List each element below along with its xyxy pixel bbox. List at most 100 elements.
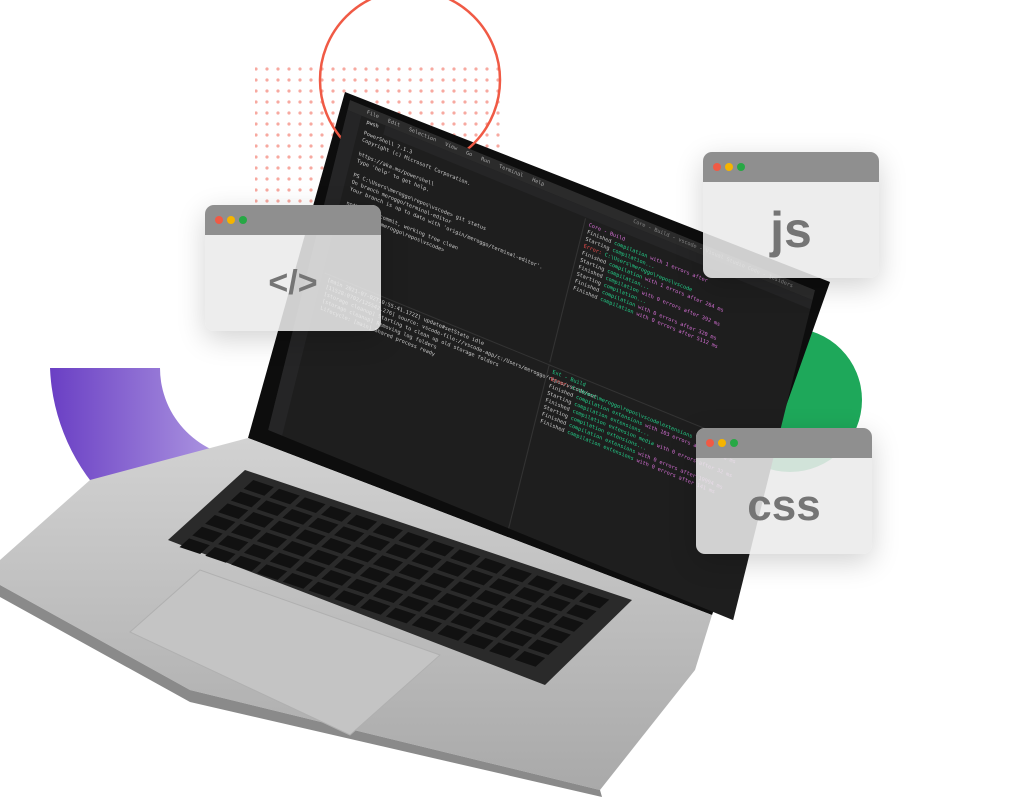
keyboard-key: [385, 575, 417, 592]
keyboard-key: [334, 590, 365, 607]
keyboard-key: [514, 619, 546, 635]
js-window-card: js: [703, 152, 879, 278]
keyboard-key: [295, 561, 326, 578]
keyboard-key: [424, 604, 455, 621]
keyboard-key: [476, 622, 507, 638]
keyboard-key: [553, 616, 584, 632]
keyboard-key: [372, 555, 404, 572]
keyboard-key: [334, 526, 365, 543]
keyboard-key: [243, 512, 275, 528]
keyboard-key: [411, 552, 442, 569]
keyboard-key: [450, 581, 481, 598]
keyboard-key: [527, 575, 558, 592]
keyboard-key: [385, 543, 416, 560]
keyboard-key: [192, 526, 223, 543]
keyboard-key: [488, 610, 520, 627]
close-dot-icon: [713, 163, 721, 171]
keyboard-key: [424, 540, 455, 557]
maximize-dot-icon: [730, 439, 738, 447]
code-window-card: </>: [205, 205, 381, 331]
keyboard-key: [269, 552, 301, 569]
keyboard-key: [334, 558, 365, 575]
keyboard-key: [308, 581, 339, 598]
keyboard-key: [243, 480, 274, 496]
window-titlebar: [703, 152, 879, 182]
keyboard-key: [553, 584, 584, 600]
keyboard-keys: [179, 480, 610, 667]
keyboard-key: [308, 549, 339, 566]
keyboard-key: [347, 546, 378, 563]
keyboard-key: [489, 642, 520, 659]
keyboard-key: [269, 520, 300, 537]
keyboard-key: [231, 555, 262, 572]
maximize-dot-icon: [239, 216, 247, 224]
close-dot-icon: [215, 216, 223, 224]
keyboard-key: [463, 633, 494, 650]
menu-go[interactable]: Go: [465, 149, 473, 159]
keyboard-key: [218, 503, 249, 520]
keyboard-key: [411, 584, 442, 601]
keyboard-key: [347, 578, 378, 595]
minimize-dot-icon: [725, 163, 733, 171]
keyboard-key: [463, 569, 494, 586]
keyboard-key: [579, 592, 610, 609]
keyboard-key: [359, 535, 391, 551]
keyboard-key: [501, 630, 533, 647]
close-dot-icon: [706, 439, 714, 447]
keyboard-key: [243, 544, 275, 560]
minimize-dot-icon: [718, 439, 726, 447]
keyboard-key: [295, 497, 326, 514]
keyboard-key: [321, 506, 352, 522]
keyboard-key: [295, 529, 326, 546]
keyboard-key: [179, 538, 210, 555]
keyboard-key: [230, 523, 262, 540]
window-titlebar: [205, 205, 381, 235]
keyboard-key: [540, 627, 571, 644]
keyboard-key: [488, 578, 520, 595]
trackpad: [129, 569, 441, 736]
keyboard-key: [282, 573, 313, 589]
keyboard-key: [450, 613, 481, 630]
keyboard-key: [566, 604, 597, 621]
keyboard-key: [398, 532, 429, 548]
keyboard-key: [205, 515, 236, 531]
keyboard-key: [346, 514, 378, 531]
keyboard-key: [540, 595, 571, 612]
keyboard-key: [514, 651, 546, 667]
keyboard-key: [463, 601, 494, 618]
keyboard-key: [527, 607, 558, 624]
keyboard-key: [205, 547, 236, 563]
keyboard-key: [501, 598, 533, 615]
keyboard-key: [424, 572, 455, 589]
keyboard-key: [218, 535, 249, 552]
keyboard-key: [256, 532, 288, 549]
js-label: js: [770, 202, 812, 258]
window-titlebar: [696, 428, 872, 458]
keyboard-key: [476, 590, 507, 606]
keyboard-key: [398, 596, 430, 612]
keyboard-key: [437, 561, 468, 577]
keyboard-key: [501, 566, 532, 583]
keyboard-key: [372, 587, 404, 604]
keyboard-key: [230, 491, 262, 508]
keyboard-key: [308, 517, 339, 534]
keyboard-key: [527, 639, 559, 656]
keyboard-key: [321, 570, 352, 586]
css-window-card: css: [696, 428, 872, 554]
keyboard-key: [450, 549, 481, 566]
keyboard-key: [256, 500, 287, 517]
keyboard-key: [372, 523, 403, 540]
keyboard-key: [437, 593, 468, 609]
keyboard-key: [359, 567, 391, 583]
keyboard-key: [256, 564, 288, 581]
keyboard-key: [411, 616, 442, 633]
maximize-dot-icon: [737, 163, 745, 171]
keyboard-key: [282, 541, 313, 557]
keyboard-key: [360, 599, 391, 615]
keyboard-key: [437, 625, 468, 641]
keyboard-key: [385, 607, 417, 624]
css-label: css: [747, 481, 821, 530]
keyboard-key: [475, 558, 507, 574]
keyboard-key: [398, 564, 429, 580]
code-brackets-icon: </>: [268, 263, 318, 302]
